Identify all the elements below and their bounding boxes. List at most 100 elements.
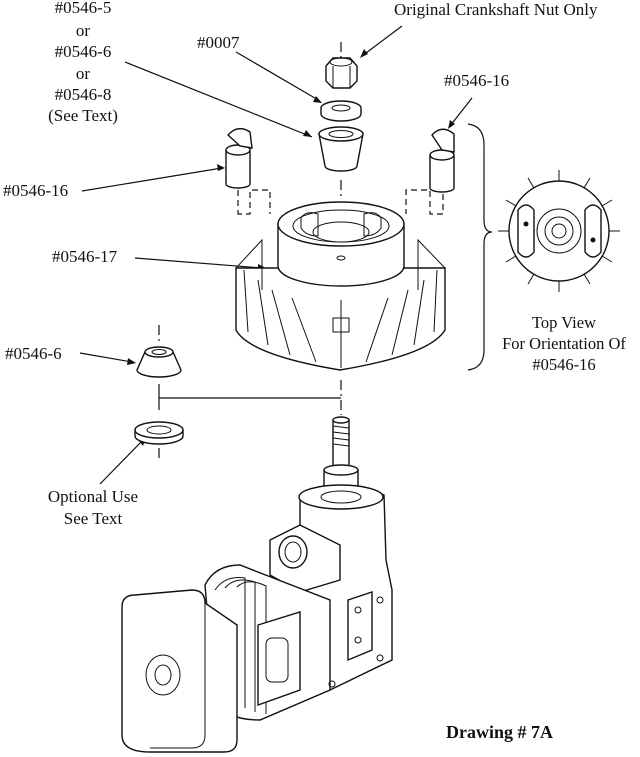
pin-left-guide-2 [237,189,271,215]
fin-1 [243,269,249,333]
top-view-pin-right [590,237,596,243]
fan-hub-rim [277,201,405,247]
fin-7 [391,289,409,356]
label-nut-option-or-1: or [76,21,91,40]
cone-top-face [318,126,364,142]
fin-3 [271,289,291,356]
arrowhead-pin-left [217,164,225,171]
top-view-slot-left [517,204,535,258]
tick-6 [583,273,591,285]
washer-0007 [320,100,362,122]
side-bolt-2 [354,636,362,644]
cone-lower-top [144,346,174,358]
thread-2 [332,431,350,435]
tick-3 [601,199,613,207]
pin-right [405,128,455,215]
label-pin-left: #0546-16 [3,181,68,200]
fan-keyway [332,317,350,333]
fan-fins [235,238,446,368]
leader-pin-left [81,167,223,192]
cone-lower-body [136,351,182,378]
fan-slot-left [300,212,319,237]
tick-2 [583,177,591,189]
fan-slot-right [363,212,382,237]
arrowhead-original-nut [360,49,368,58]
thread-1 [332,425,350,429]
tick-11 [505,199,517,207]
label-fan: #0546-17 [52,247,118,266]
spark-plug-hole [145,654,181,696]
label-top-view-line3: #0546-16 [532,355,595,374]
label-nut-options: #0546-5 or #0546-6 or #0546-8 (See Text) [48,0,118,125]
washer-hole [331,104,351,112]
side-bolt-3 [376,596,384,604]
fin-6 [365,297,389,363]
top-view-fin-ticks [498,170,620,292]
label-nut-option-or-2: or [76,64,91,83]
leader-nut-options [124,61,313,138]
leader-lines [79,25,473,485]
arrowhead-washer [313,96,322,103]
label-washer-0007: #0007 [197,33,240,52]
top-view-bracket [467,123,493,371]
optional-washer-face [134,421,184,439]
leader-optional-use [99,439,144,485]
pin-right-guide [405,189,444,215]
pin-left [225,127,271,215]
crankshaft-tip-face [332,416,350,424]
top-view-hub [536,208,582,254]
leader-cone-lower [79,352,133,363]
side-bolt-1 [354,606,362,614]
fan-hub-core [312,221,370,243]
tick-5 [601,255,613,263]
pin-left-body [225,150,251,189]
intake-port-inner [284,541,302,563]
top-view-bore [551,223,567,239]
label-top-view: Top View For Orientation Of #0546-16 [502,313,626,374]
cylinder-head-face [150,603,206,749]
cylinder-fins [214,577,267,714]
pin-right-tab [431,128,455,153]
fin-8 [413,279,425,346]
crankshaft-nut [325,57,358,89]
label-optional-use-line2: See Text [64,509,123,528]
cyl-fin-3 [236,581,267,714]
cone-spacer-lower [136,346,182,378]
thread-3 [332,437,350,441]
leader-original-nut [361,25,403,57]
spark-plug-bore [154,664,172,686]
fin-right-top [417,238,446,290]
drawing-title: Drawing # 7A [446,722,553,742]
cone-lower-bore [151,349,167,355]
label-original-crankshaft-nut: Original Crankshaft Nut Only [394,0,598,19]
fin-9 [433,269,438,333]
exhaust-port [265,637,289,683]
leader-washer [235,51,321,102]
label-nut-option-2: #0546-6 [55,42,112,61]
optional-washer [134,421,184,445]
arrowhead-nut-options [303,130,312,137]
engine-seal [320,490,362,504]
bottom-bolt [328,680,336,688]
leader-pin-right [449,97,473,127]
arrowhead-cone-lower [127,358,136,365]
side-cover [347,591,373,662]
crankshaft-collar-face [323,464,359,476]
crankshaft-thread [332,425,350,447]
crankshaft [323,416,359,491]
fin-4 [291,297,317,363]
fin-2 [257,279,269,346]
engine-block [121,484,393,753]
arrowhead-pin-right [448,120,455,129]
leader-fan [134,257,263,269]
top-view-pin-left [523,221,529,227]
pin-left-tab [227,127,253,149]
side-bolt-4 [376,654,384,662]
fin-left-top [235,238,263,290]
tick-9 [505,255,517,263]
tick-12 [527,177,535,189]
thread-4 [332,443,350,447]
top-view-hub-inner [544,216,574,246]
